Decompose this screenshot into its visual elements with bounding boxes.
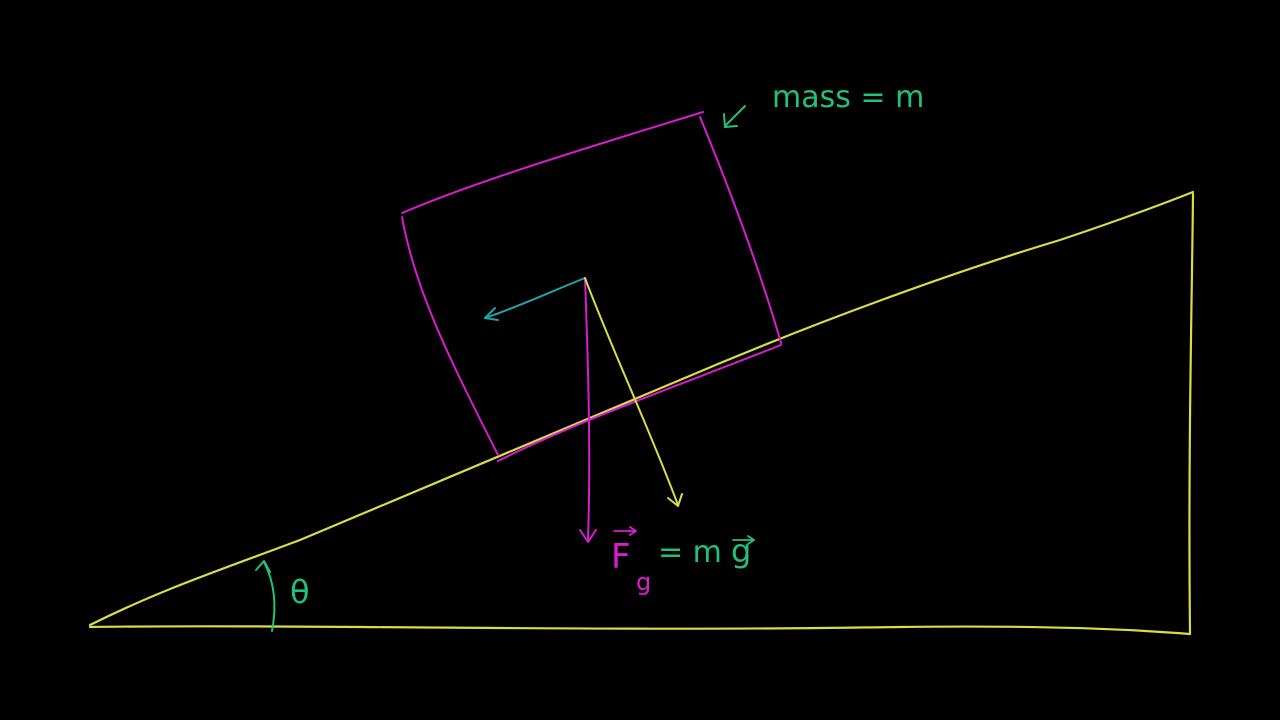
force-subscript-label: g [636,568,651,596]
block-top-edge [401,111,704,214]
arrow-icon [723,105,746,128]
force-g-label: g [731,532,751,570]
mass-label: mass = m [772,80,924,115]
block [401,111,782,462]
block-right-edge [699,116,782,344]
incline-vertical-side [1188,192,1195,636]
incline-slope-line [88,190,1195,627]
force-equals-m-label: = m [658,535,722,570]
force-vector-arrow [613,526,637,536]
block-left-edge [401,216,499,456]
parallel-component-arrow [484,277,586,321]
arc-arrow-icon [255,560,276,632]
gravity-force-arrow [579,277,597,543]
incline-base-line [88,625,1192,636]
force-equation: F g = m g [611,526,755,596]
perpendicular-component-arrow [584,277,683,507]
g-vector-arrow [732,535,755,545]
incline-ramp [88,190,1195,636]
angle-label: θ [290,573,310,611]
block-bottom-edge [497,344,782,462]
force-F-label: F [611,537,631,577]
